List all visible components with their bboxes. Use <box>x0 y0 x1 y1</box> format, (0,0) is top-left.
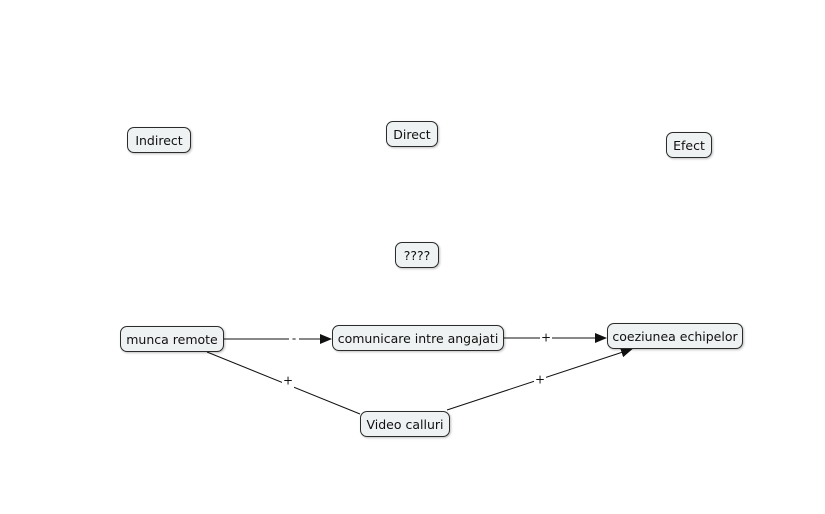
node-coeziunea[interactable]: coeziunea echipelor <box>607 323 743 349</box>
edge-label-video-coeziunea: + <box>535 373 545 387</box>
node-comunicare[interactable]: comunicare intre angajati <box>332 325 504 351</box>
edge-label-comunicare-coeziunea: + <box>541 331 551 345</box>
node-direct[interactable]: Direct <box>386 121 438 147</box>
edge-label-munca-video: + <box>283 374 293 388</box>
node-indirect[interactable]: Indirect <box>127 127 191 153</box>
node-video-calluri[interactable]: Video calluri <box>360 411 450 437</box>
node-efect[interactable]: Efect <box>666 132 712 158</box>
edge-label-munca-comunicare: - <box>292 332 296 346</box>
node-munca-remote[interactable]: munca remote <box>120 326 224 352</box>
node-unknown[interactable]: ???? <box>395 242 439 268</box>
